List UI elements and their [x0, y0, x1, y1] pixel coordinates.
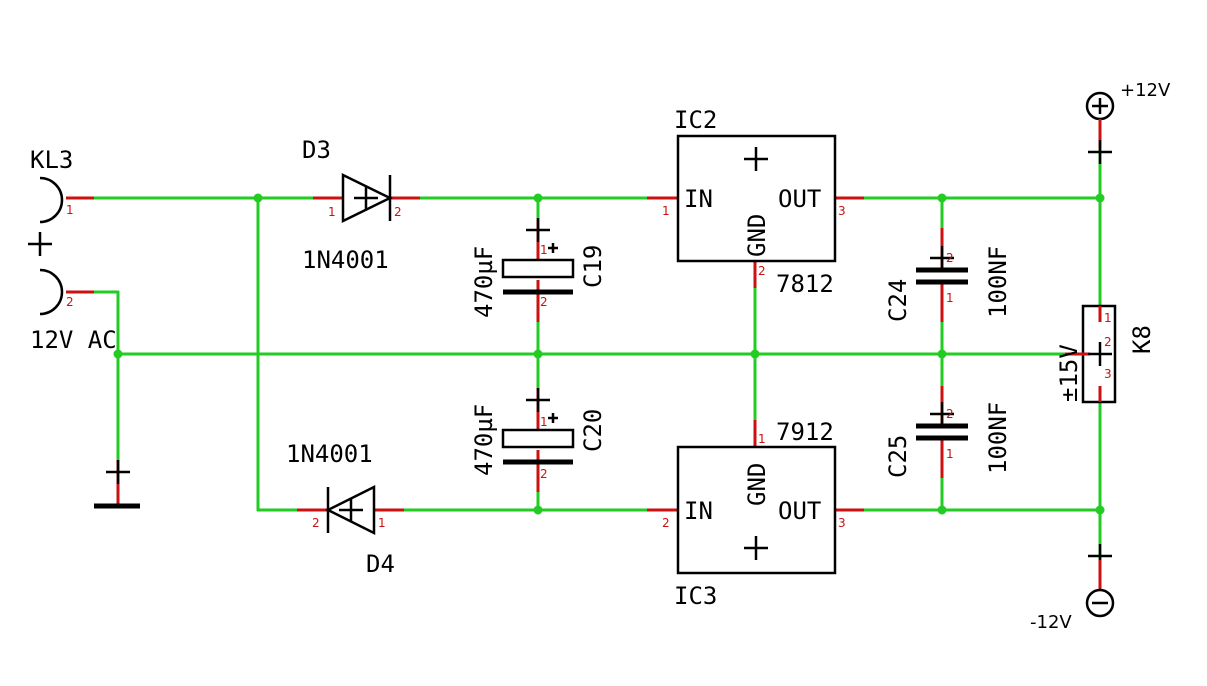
regulator-ic3[interactable]: IC3 IN OUT GND 7912 2 1 3: [647, 418, 864, 610]
c24-ref: C24: [884, 279, 912, 322]
c20-pin1: 1: [540, 415, 548, 429]
ic2-pin-in: 1: [662, 204, 670, 218]
ic3-value: 7912: [776, 418, 834, 446]
capacitor-c19[interactable]: 470µF C19 1 2: [470, 218, 607, 322]
connector-k8[interactable]: K8 ±15V 1 2 3: [1055, 304, 1156, 404]
ic2-gnd-label: GND: [743, 214, 771, 257]
c19-value: 470µF: [470, 246, 498, 318]
c20-ref: C20: [579, 409, 607, 452]
c24-pin2: 2: [946, 251, 954, 265]
k8-pin1: 1: [1104, 311, 1112, 325]
c24-pin1: 1: [946, 291, 954, 305]
supply-negative[interactable]: -12V: [1030, 544, 1115, 633]
k8-label: ±15V: [1055, 344, 1083, 402]
k8-ref: K8: [1128, 325, 1156, 354]
ic2-pin-out: 3: [838, 204, 846, 218]
capacitor-c25[interactable]: C25 100NF 2 1: [884, 386, 1012, 478]
diode-d4[interactable]: 1N4001 D4 2 1: [286, 440, 404, 578]
supply-pos-label: +12V: [1120, 80, 1171, 101]
d4-value: 1N4001: [286, 440, 373, 468]
ic3-pin-out: 3: [838, 516, 846, 530]
d3-value: 1N4001: [302, 246, 389, 274]
ic3-gnd-label: GND: [743, 463, 771, 506]
c25-pin1: 1: [946, 447, 954, 461]
c20-value: 470µF: [470, 404, 498, 476]
junction-dots: [113, 193, 1105, 515]
connector-kl3[interactable]: KL3 12V AC 1 2: [28, 146, 117, 354]
ic3-pin-in: 2: [662, 516, 670, 530]
ic2-ref: IC2: [674, 106, 717, 134]
ic3-ref: IC3: [674, 582, 717, 610]
k8-pin3: 3: [1104, 367, 1112, 381]
kl3-label: 12V AC: [30, 326, 117, 354]
ic2-in-label: IN: [684, 185, 713, 213]
ic3-in-label: IN: [684, 497, 713, 525]
ic2-pin-gnd: 2: [758, 264, 766, 278]
kl3-ref: KL3: [30, 146, 73, 174]
d4-pin2: 2: [312, 516, 320, 530]
c25-pin2: 2: [946, 407, 954, 421]
capacitor-c20[interactable]: 470µF C20 1 2: [470, 388, 607, 492]
c25-ref: C25: [884, 435, 912, 478]
ground-symbol: [94, 460, 140, 509]
ic3-out-label: OUT: [778, 497, 821, 525]
c24-value: 100NF: [984, 246, 1012, 318]
d3-ref: D3: [302, 136, 331, 164]
ic3-pin-gnd: 1: [758, 432, 766, 446]
diode-d3[interactable]: D3 1N4001 1 2: [302, 136, 420, 274]
d3-pin1: 1: [328, 205, 336, 219]
kl3-pin2: 2: [66, 295, 74, 309]
k8-pin2: 2: [1104, 335, 1112, 349]
c19-pin1: 1: [540, 243, 548, 257]
supply-positive[interactable]: +12V: [1085, 80, 1171, 164]
kl3-pin1: 1: [66, 203, 74, 217]
c25-value: 100NF: [984, 402, 1012, 474]
c19-ref: C19: [579, 245, 607, 288]
d3-pin2: 2: [394, 205, 402, 219]
c19-pin2: 2: [540, 295, 548, 309]
supply-neg-label: -12V: [1030, 612, 1072, 633]
wires: [92, 146, 1102, 562]
ic2-out-label: OUT: [778, 185, 821, 213]
d4-ref: D4: [366, 550, 395, 578]
regulator-ic2[interactable]: IC2 IN OUT GND 7812 1 2 3: [647, 106, 864, 298]
capacitor-c24[interactable]: C24 100NF 2 1: [884, 228, 1012, 322]
d4-pin1: 1: [378, 516, 386, 530]
c20-pin2: 2: [540, 467, 548, 481]
ic2-value: 7812: [776, 270, 834, 298]
